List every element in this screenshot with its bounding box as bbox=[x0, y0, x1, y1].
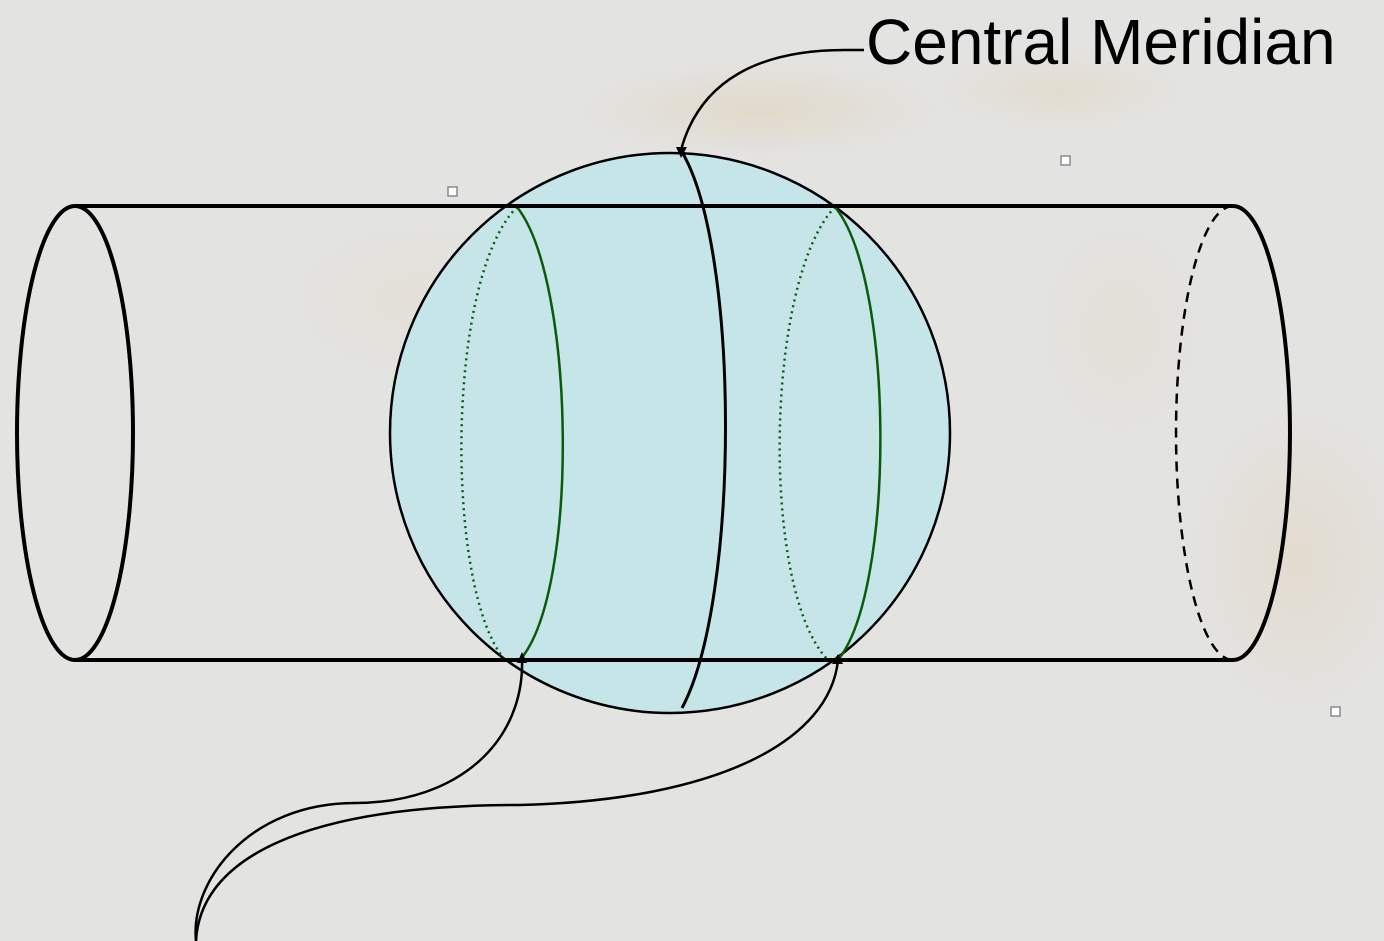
selection-handle-left[interactable] bbox=[447, 186, 458, 197]
right-secant-back-dotted bbox=[778, 206, 836, 661]
right-secant-front bbox=[834, 206, 882, 661]
cylinder-right-end-back-dashed bbox=[1174, 204, 1234, 662]
right-secant-callout-arrow bbox=[194, 659, 840, 941]
central-meridian-arrowhead bbox=[676, 147, 687, 158]
selection-handle-bottom-right[interactable] bbox=[1330, 706, 1341, 717]
right-secant-arrowhead bbox=[832, 654, 843, 664]
cylinder-right-end-front bbox=[1232, 204, 1292, 662]
left-secant-arrowhead bbox=[517, 652, 527, 663]
cylinder-left-end bbox=[15, 204, 135, 662]
left-secant-front bbox=[516, 206, 565, 661]
left-secant-callout-arrow bbox=[194, 657, 524, 941]
central-meridian-label: Central Meridian bbox=[866, 6, 1336, 78]
central-meridian-callout-arrow bbox=[679, 48, 864, 151]
selection-handle-top-right[interactable] bbox=[1060, 155, 1071, 166]
sphere bbox=[388, 151, 952, 715]
